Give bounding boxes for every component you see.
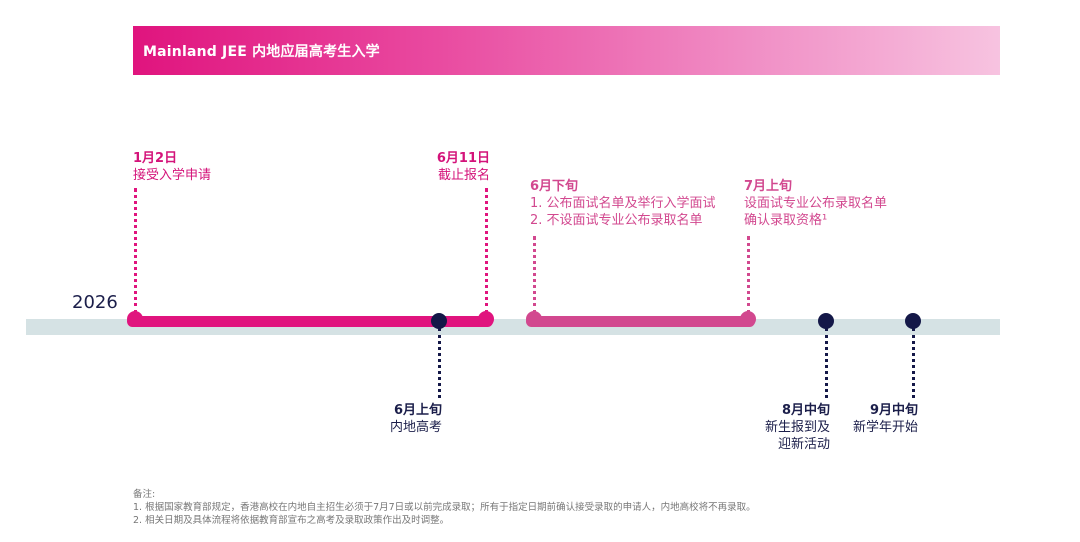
- timeline-year: 2026: [72, 292, 118, 313]
- footnotes-heading: 备注:: [133, 489, 156, 500]
- connector-early-june: [438, 328, 441, 398]
- event-label-mid-aug: 8月中旬 新生报到及 迎新活动: [764, 403, 830, 452]
- footnote-1: 1. 根据国家教育部规定，香港高校在内地自主招生必须于7月7日或以前完成录取；所…: [133, 502, 756, 513]
- event-label-early-june: 6月上旬 内地高考: [389, 403, 442, 435]
- event-label-early-july: 7月上旬 设面试专业公布录取名单 确认录取资格¹: [744, 179, 888, 228]
- event-label-mid-sep: 9月中旬 新学年开始: [852, 403, 918, 435]
- milestone-dot-early-july: [740, 311, 756, 327]
- event-label-late-june: 6月下旬 1. 公布面试名单及举行入学面试 2. 不设面试专业公布录取名单: [530, 179, 716, 228]
- milestone-dot-late-june: [526, 311, 542, 327]
- connector-jun11: [485, 188, 488, 314]
- interview-period-bar: [526, 316, 755, 327]
- header-banner: Mainland JEE 内地应届高考生入学: [133, 26, 1000, 75]
- milestone-dot-mid-sep: [905, 313, 921, 329]
- connector-mid-aug: [825, 328, 828, 398]
- footnote-2: 2. 相关日期及具体流程将依据教育部宣布之高考及录取政策作出及时调整。: [133, 515, 450, 526]
- event-label-jan2: 1月2日 接受入学申请: [133, 151, 212, 183]
- connector-late-june: [533, 236, 536, 314]
- connector-mid-sep: [912, 328, 915, 398]
- connector-early-july: [747, 236, 750, 314]
- application-period-bar: [127, 316, 493, 327]
- milestone-dot-mid-aug: [818, 313, 834, 329]
- milestone-dot-jan2: [127, 311, 143, 327]
- milestone-dot-jun11: [478, 311, 494, 327]
- header-title: Mainland JEE 内地应届高考生入学: [143, 44, 380, 60]
- milestone-dot-early-june: [431, 313, 447, 329]
- event-label-jun11: 6月11日 截止报名: [436, 151, 490, 183]
- connector-jan2: [134, 188, 137, 314]
- footnotes: 备注: 1. 根据国家教育部规定，香港高校在内地自主招生必须于7月7日或以前完成…: [133, 488, 756, 527]
